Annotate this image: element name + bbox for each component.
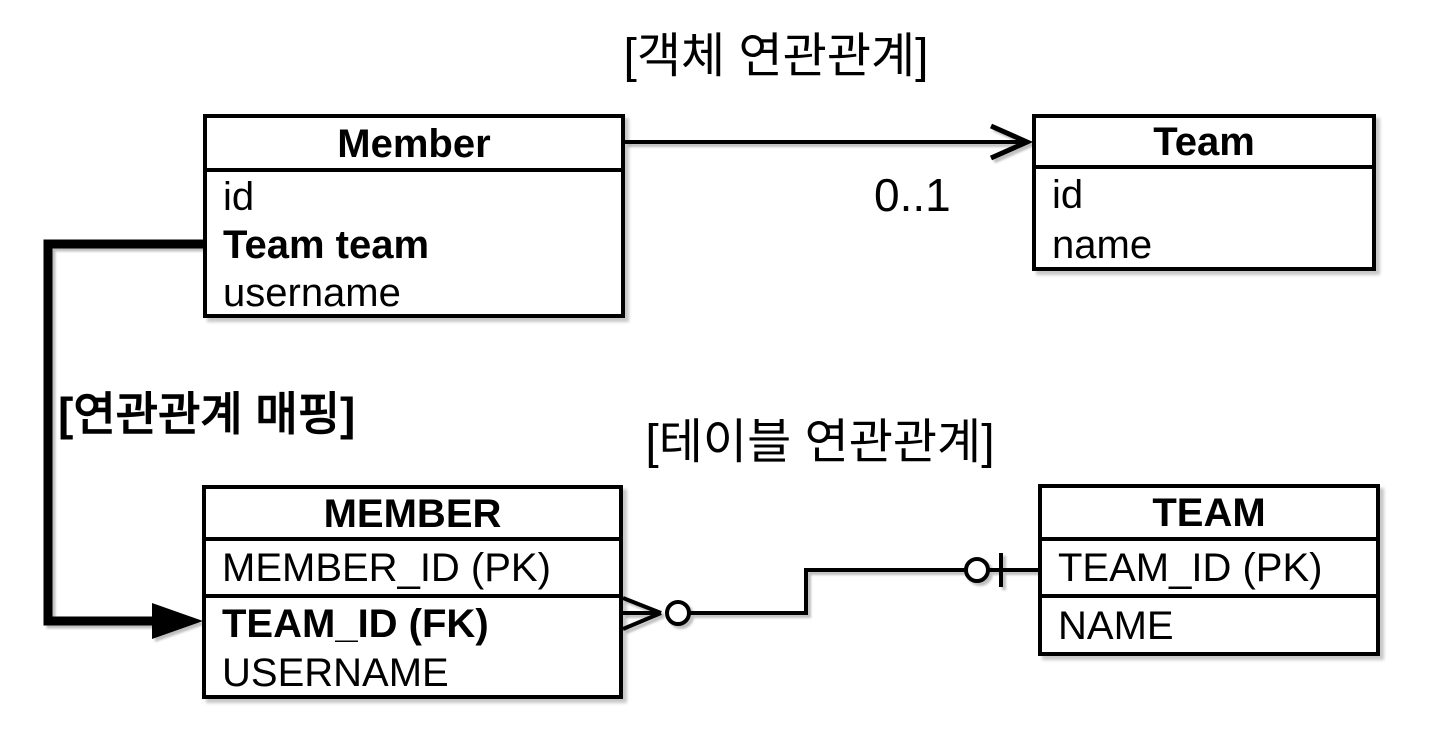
member-table-pk-field: MEMBER_ID (PK) [206,541,619,598]
team-table-pk-field: TEAM_ID (PK) [1042,541,1376,598]
team-class-fields: id name [1036,169,1372,269]
team-class-title: Team [1036,118,1372,169]
object-association-title: [객체 연관관계] [623,30,929,83]
member-table-fk-field: TEAM_ID (FK) [222,602,489,646]
member-field-username: username [223,271,401,315]
member-table-username-field: USERNAME [222,651,449,695]
member-field-id: id [223,175,255,219]
mapping-arrow [43,239,203,639]
member-table-title: MEMBER [206,489,619,541]
team-table-name-field: NAME [1058,604,1174,648]
open-arrowhead-icon [989,123,1034,161]
member-field-team: Team team [223,223,430,267]
team-class-box: Team id name [1032,114,1376,271]
team-field-id: id [1052,173,1084,217]
table-association-title: [테이블 연관관계] [645,416,995,469]
crow-foot-many-icon [622,596,662,631]
member-class-title: Member [207,118,621,172]
member-table-fields: TEAM_ID (FK) USERNAME [206,598,619,696]
team-table-title: TEAM [1042,488,1376,541]
object-association-arrow [625,123,1034,161]
zero-circle-member-side-icon [665,600,691,626]
team-table-box: TEAM TEAM_ID (PK) NAME [1038,484,1380,656]
solid-arrowhead-icon [152,603,203,639]
member-class-box: Member id Team team username [203,114,625,318]
team-table-fields: NAME [1042,598,1376,652]
table-relation-line [622,553,1038,631]
team-field-name: name [1052,223,1153,267]
member-class-fields: id Team team username [207,172,621,316]
cardinality-label: 0..1 [874,169,951,221]
mapping-label: [연관관계 매핑] [58,388,356,440]
member-table-box: MEMBER MEMBER_ID (PK) TEAM_ID (FK) USERN… [202,485,623,699]
zero-circle-team-side-icon [964,557,990,583]
